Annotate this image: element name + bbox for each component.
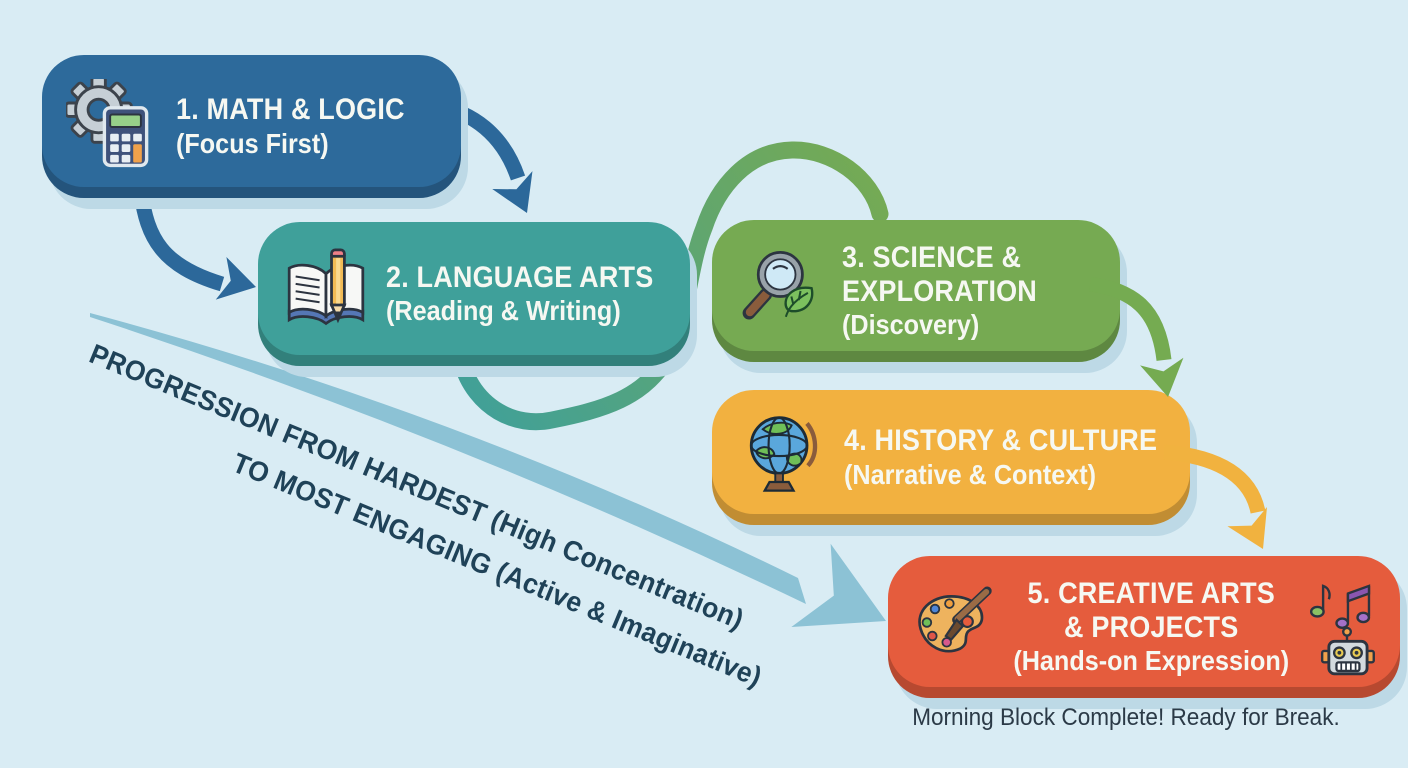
progression-caption-line1: PROGRESSION FROM HARDEST (High Concentra… (85, 338, 749, 636)
globe-icon (749, 415, 818, 492)
completion-note: Morning Block Complete! Ready for Break. (912, 704, 1340, 731)
step-subtitle: (Hands-on Expression) (1013, 645, 1290, 677)
step-box-math-logic: 1. MATH & LOGIC (Focus First) (42, 55, 461, 198)
step-title: 5. CREATIVE ARTS & PROJECTS (1027, 576, 1275, 645)
book-pencil-icon (287, 248, 365, 326)
step-box-creative-arts: 5. CREATIVE ARTS & PROJECTS (Hands-on Ex… (888, 556, 1400, 698)
music-notes-robot-icon (1310, 584, 1376, 676)
step-subtitle: (Focus First) (176, 127, 329, 159)
step-box-science-exploration: 3. SCIENCE & EXPLORATION (Discovery) (712, 220, 1120, 362)
step-subtitle: (Discovery) (842, 309, 980, 341)
progression-caption-line2: TO MOST ENGAGING (Active & Imaginative) (228, 447, 767, 693)
magnifier-leaf-icon (742, 250, 814, 320)
step-title: 2. LANGUAGE ARTS (386, 260, 654, 294)
step-box-history-culture: 4. HISTORY & CULTURE (Narrative & Contex… (712, 390, 1190, 525)
gear-calculator-icon (66, 78, 149, 167)
connector-1-2-left (133, 190, 225, 292)
step-title: 1. MATH & LOGIC (176, 93, 405, 127)
palette-brush-icon (918, 586, 992, 653)
step-subtitle: (Narrative & Context) (844, 458, 1097, 490)
step-subtitle: (Reading & Writing) (386, 295, 621, 327)
step-title: 3. SCIENCE & EXPLORATION (842, 240, 1037, 309)
step-title: 4. HISTORY & CULTURE (844, 424, 1158, 458)
step-box-language-arts: 2. LANGUAGE ARTS (Reading & Writing) (258, 222, 690, 366)
